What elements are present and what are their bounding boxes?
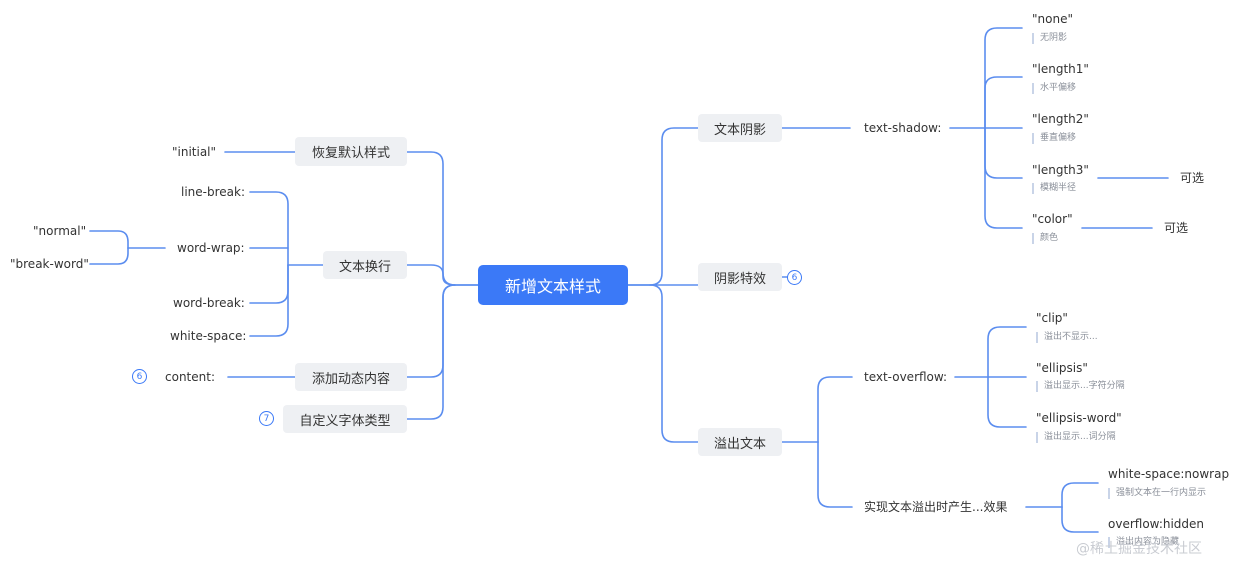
note-ellipsis-word: 溢出显示...词分隔 [1036, 432, 1116, 443]
node-custom-font[interactable]: 自定义字体类型 [283, 405, 407, 433]
prop-content: content: [165, 370, 215, 384]
value-white-space-nowrap: white-space:nowrap [1108, 467, 1230, 481]
value-length2: "length2" [1032, 112, 1089, 126]
node-shadow-effects[interactable]: 阴影特效 [698, 263, 782, 291]
note-white-space-nowrap: 强制文本在一行内显示 [1108, 488, 1206, 499]
node-dynamic-content[interactable]: 添加动态内容 [295, 363, 407, 391]
prop-word-break: word-break: [173, 296, 245, 310]
node-text-wrap[interactable]: 文本换行 [323, 251, 407, 279]
prop-white-space: white-space: [170, 329, 247, 343]
root-node[interactable]: 新增文本样式 [478, 265, 628, 305]
value-length3: "length3" [1032, 163, 1089, 177]
optional-length3: 可选 [1180, 171, 1205, 185]
node-text-shadow[interactable]: 文本阴影 [698, 114, 782, 142]
value-clip: "clip" [1036, 311, 1068, 325]
prop-text-shadow: text-shadow: [864, 121, 942, 135]
note-overflow-hidden: 溢出内容为隐藏 [1108, 537, 1179, 548]
prop-text-overflow: text-overflow: [864, 370, 948, 384]
note-ellipsis: 溢出显示...字符分隔 [1036, 381, 1125, 392]
note-clip: 溢出不显示... [1036, 332, 1098, 343]
prop-word-wrap: word-wrap: [177, 241, 245, 255]
note-color: 颜色 [1032, 233, 1058, 244]
note-length2: 垂直偏移 [1032, 133, 1076, 144]
node-restore-default[interactable]: 恢复默认样式 [295, 137, 407, 166]
value-none: "none" [1032, 12, 1073, 26]
note-length3: 模糊半径 [1032, 183, 1076, 194]
note-length1: 水平偏移 [1032, 83, 1076, 94]
value-initial: "initial" [172, 145, 217, 159]
value-length1: "length1" [1032, 62, 1089, 76]
value-ellipsis-word: "ellipsis-word" [1036, 411, 1122, 425]
node-overflow-text[interactable]: 溢出文本 [698, 428, 782, 456]
effect-label: 实现文本溢出时产生...效果 [864, 500, 1008, 514]
collapsed-count-badge[interactable]: 7 [259, 411, 274, 426]
collapsed-count-badge[interactable]: 6 [132, 369, 147, 384]
optional-color: 可选 [1164, 221, 1189, 235]
value-ellipsis: "ellipsis" [1036, 361, 1088, 375]
prop-line-break: line-break: [181, 185, 246, 199]
note-none: 无阴影 [1032, 33, 1067, 44]
value-overflow-hidden: overflow:hidden [1108, 517, 1205, 531]
value-color: "color" [1032, 212, 1073, 226]
value-normal: "normal" [33, 224, 87, 238]
watermark: @稀土掘金技术社区 [1076, 541, 1202, 557]
collapsed-count-badge[interactable]: 6 [787, 270, 802, 285]
value-break-word: "break-word" [10, 257, 89, 271]
